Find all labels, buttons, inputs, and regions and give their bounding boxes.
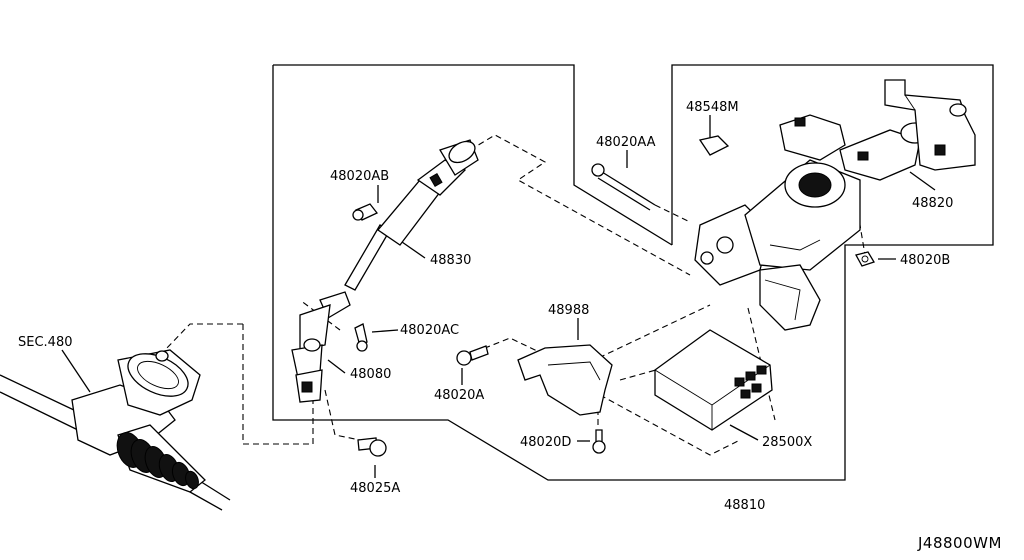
column-bracket-48820 (884, 79, 976, 171)
label-48548M: 48548M (686, 100, 739, 115)
label-48020A: 48020A (434, 388, 484, 403)
diagram-code: J48800WM (917, 534, 1002, 552)
bolt-48020AC (354, 323, 368, 352)
control-unit-28500X (654, 329, 773, 431)
bolt-48020AA (591, 163, 656, 211)
bolt-48020A (456, 345, 489, 366)
label-48830: 48830 (430, 253, 471, 268)
label-48020AC: 48020AC (400, 323, 459, 338)
label-48020AA: 48020AA (596, 135, 656, 150)
rack-boot-bellows (116, 432, 199, 490)
leader-lines (61, 115, 936, 478)
clip-48548M (698, 135, 730, 156)
label-sec-480: SEC.480 (18, 335, 73, 350)
intermediate-shaft-48830 (344, 139, 479, 291)
label-48080: 48080 (350, 367, 391, 382)
label-48020D: 48020D (520, 435, 571, 450)
label-48020B: 48020B (900, 253, 950, 268)
label-48810: 48810 (724, 498, 765, 513)
bolt-48020AB (352, 203, 379, 221)
label-48988: 48988 (548, 303, 589, 318)
bracket-48988 (517, 344, 613, 416)
steering-column-assembly-48810 (694, 114, 930, 331)
group-boundary-lines (272, 64, 994, 481)
connector-block (734, 365, 767, 399)
bolt-48020D (592, 429, 606, 454)
nut-48020B (855, 251, 875, 267)
bolt-48025A (357, 437, 387, 457)
label-48025A: 48025A (350, 481, 400, 496)
label-28500X: 28500X (762, 435, 812, 450)
label-48820: 48820 (912, 196, 953, 211)
steering-rack (0, 349, 231, 511)
label-48020AB: 48020AB (330, 169, 389, 184)
universal-joint-48080 (291, 291, 351, 403)
